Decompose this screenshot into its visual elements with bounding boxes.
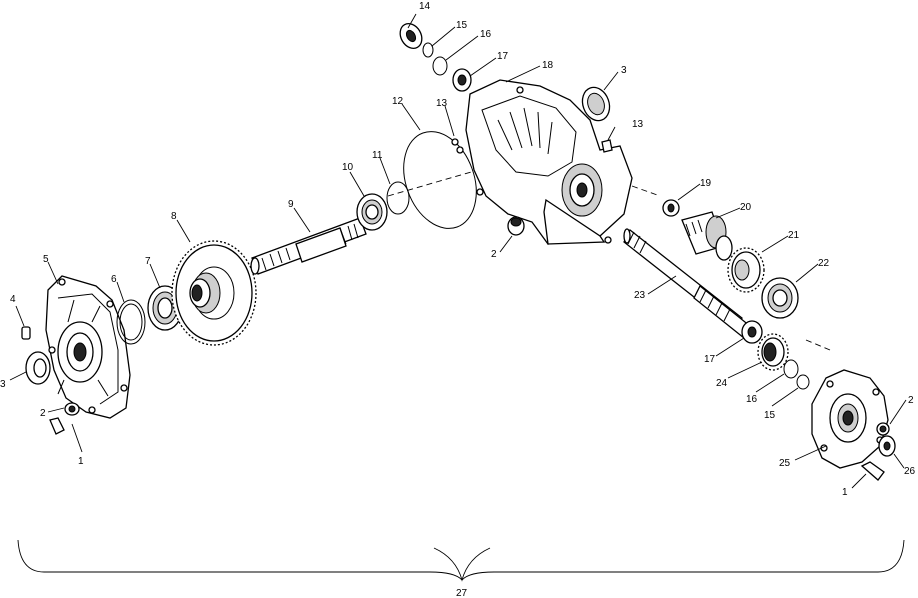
callout-13-right: 13 bbox=[632, 119, 644, 130]
sleeve-2-right bbox=[876, 422, 890, 436]
o-ring-6 bbox=[116, 299, 146, 345]
sleeve-2-middle bbox=[507, 216, 525, 236]
callout-19: 19 bbox=[700, 178, 712, 189]
bolt-left bbox=[49, 417, 65, 435]
output-shaft-9 bbox=[250, 217, 367, 275]
bearing-17-top bbox=[452, 68, 472, 92]
bearing-17-lower bbox=[741, 320, 763, 344]
bolt-right bbox=[860, 461, 885, 481]
callout-20: 20 bbox=[740, 202, 752, 213]
callout-24: 24 bbox=[716, 378, 728, 389]
callout-3-right: 3 bbox=[621, 65, 627, 76]
bushing-19 bbox=[662, 199, 680, 217]
input-shaft-23 bbox=[623, 228, 751, 340]
gear-24 bbox=[757, 333, 789, 371]
callout-6: 6 bbox=[111, 274, 117, 285]
callout-15-lower: 15 bbox=[764, 410, 776, 421]
callout-5: 5 bbox=[43, 254, 49, 265]
callout-27: 27 bbox=[456, 588, 468, 598]
callout-12: 12 bbox=[392, 96, 404, 107]
callout-17-lower: 17 bbox=[704, 354, 716, 365]
callout-15-top: 15 bbox=[456, 20, 468, 31]
leader-lines bbox=[9, 13, 907, 489]
callout-16-lower: 16 bbox=[746, 394, 758, 405]
gasket-ring-12 bbox=[403, 131, 477, 229]
callout-2-left: 2 bbox=[40, 408, 46, 419]
callout-2-right: 2 bbox=[908, 395, 914, 406]
plug-13-top bbox=[451, 138, 459, 146]
callout-1-right: 1 bbox=[842, 487, 848, 498]
ring-gear-8 bbox=[171, 240, 257, 346]
callout-16-top: 16 bbox=[480, 29, 492, 40]
washer-15-lower bbox=[796, 374, 810, 390]
callout-11: 11 bbox=[372, 150, 383, 161]
callout-4: 4 bbox=[10, 294, 16, 305]
right-end-cover bbox=[811, 369, 889, 469]
dowel-pin bbox=[21, 326, 31, 340]
shim-16-top bbox=[432, 56, 448, 76]
sleeve-nut-left bbox=[64, 402, 80, 416]
plug-13-right bbox=[601, 139, 613, 153]
callout-18: 18 bbox=[542, 60, 554, 71]
callout-22: 22 bbox=[818, 258, 830, 269]
callout-9: 9 bbox=[288, 199, 294, 210]
gear-21 bbox=[727, 247, 765, 293]
callout-1-left: 1 bbox=[78, 456, 84, 467]
callout-13-top: 13 bbox=[436, 98, 448, 109]
oil-seal-left bbox=[25, 351, 51, 385]
callout-17-top: 17 bbox=[497, 51, 509, 62]
callout-21: 21 bbox=[788, 230, 800, 241]
bearing-22 bbox=[761, 277, 799, 319]
callout-14: 14 bbox=[419, 1, 431, 12]
callout-3-left: 3 bbox=[0, 379, 6, 390]
callout-25: 25 bbox=[779, 458, 791, 469]
oil-seal-3-right bbox=[581, 86, 611, 122]
oil-seal-14 bbox=[399, 23, 423, 49]
snap-ring-11 bbox=[386, 181, 410, 215]
washer-15-top bbox=[422, 42, 434, 58]
callout-7: 7 bbox=[145, 256, 151, 267]
shim-16-lower bbox=[783, 359, 799, 379]
callout-2-middle: 2 bbox=[491, 249, 497, 260]
bearing-10 bbox=[356, 193, 388, 231]
callout-23: 23 bbox=[634, 290, 646, 301]
assembly-bracket bbox=[17, 539, 905, 582]
main-housing-18 bbox=[456, 79, 633, 245]
left-end-cover bbox=[45, 275, 131, 419]
callout-26: 26 bbox=[904, 466, 916, 477]
callout-10: 10 bbox=[342, 162, 354, 173]
pinion-shaft-20 bbox=[681, 211, 733, 261]
callout-8: 8 bbox=[171, 211, 177, 222]
seal-26 bbox=[878, 435, 896, 457]
